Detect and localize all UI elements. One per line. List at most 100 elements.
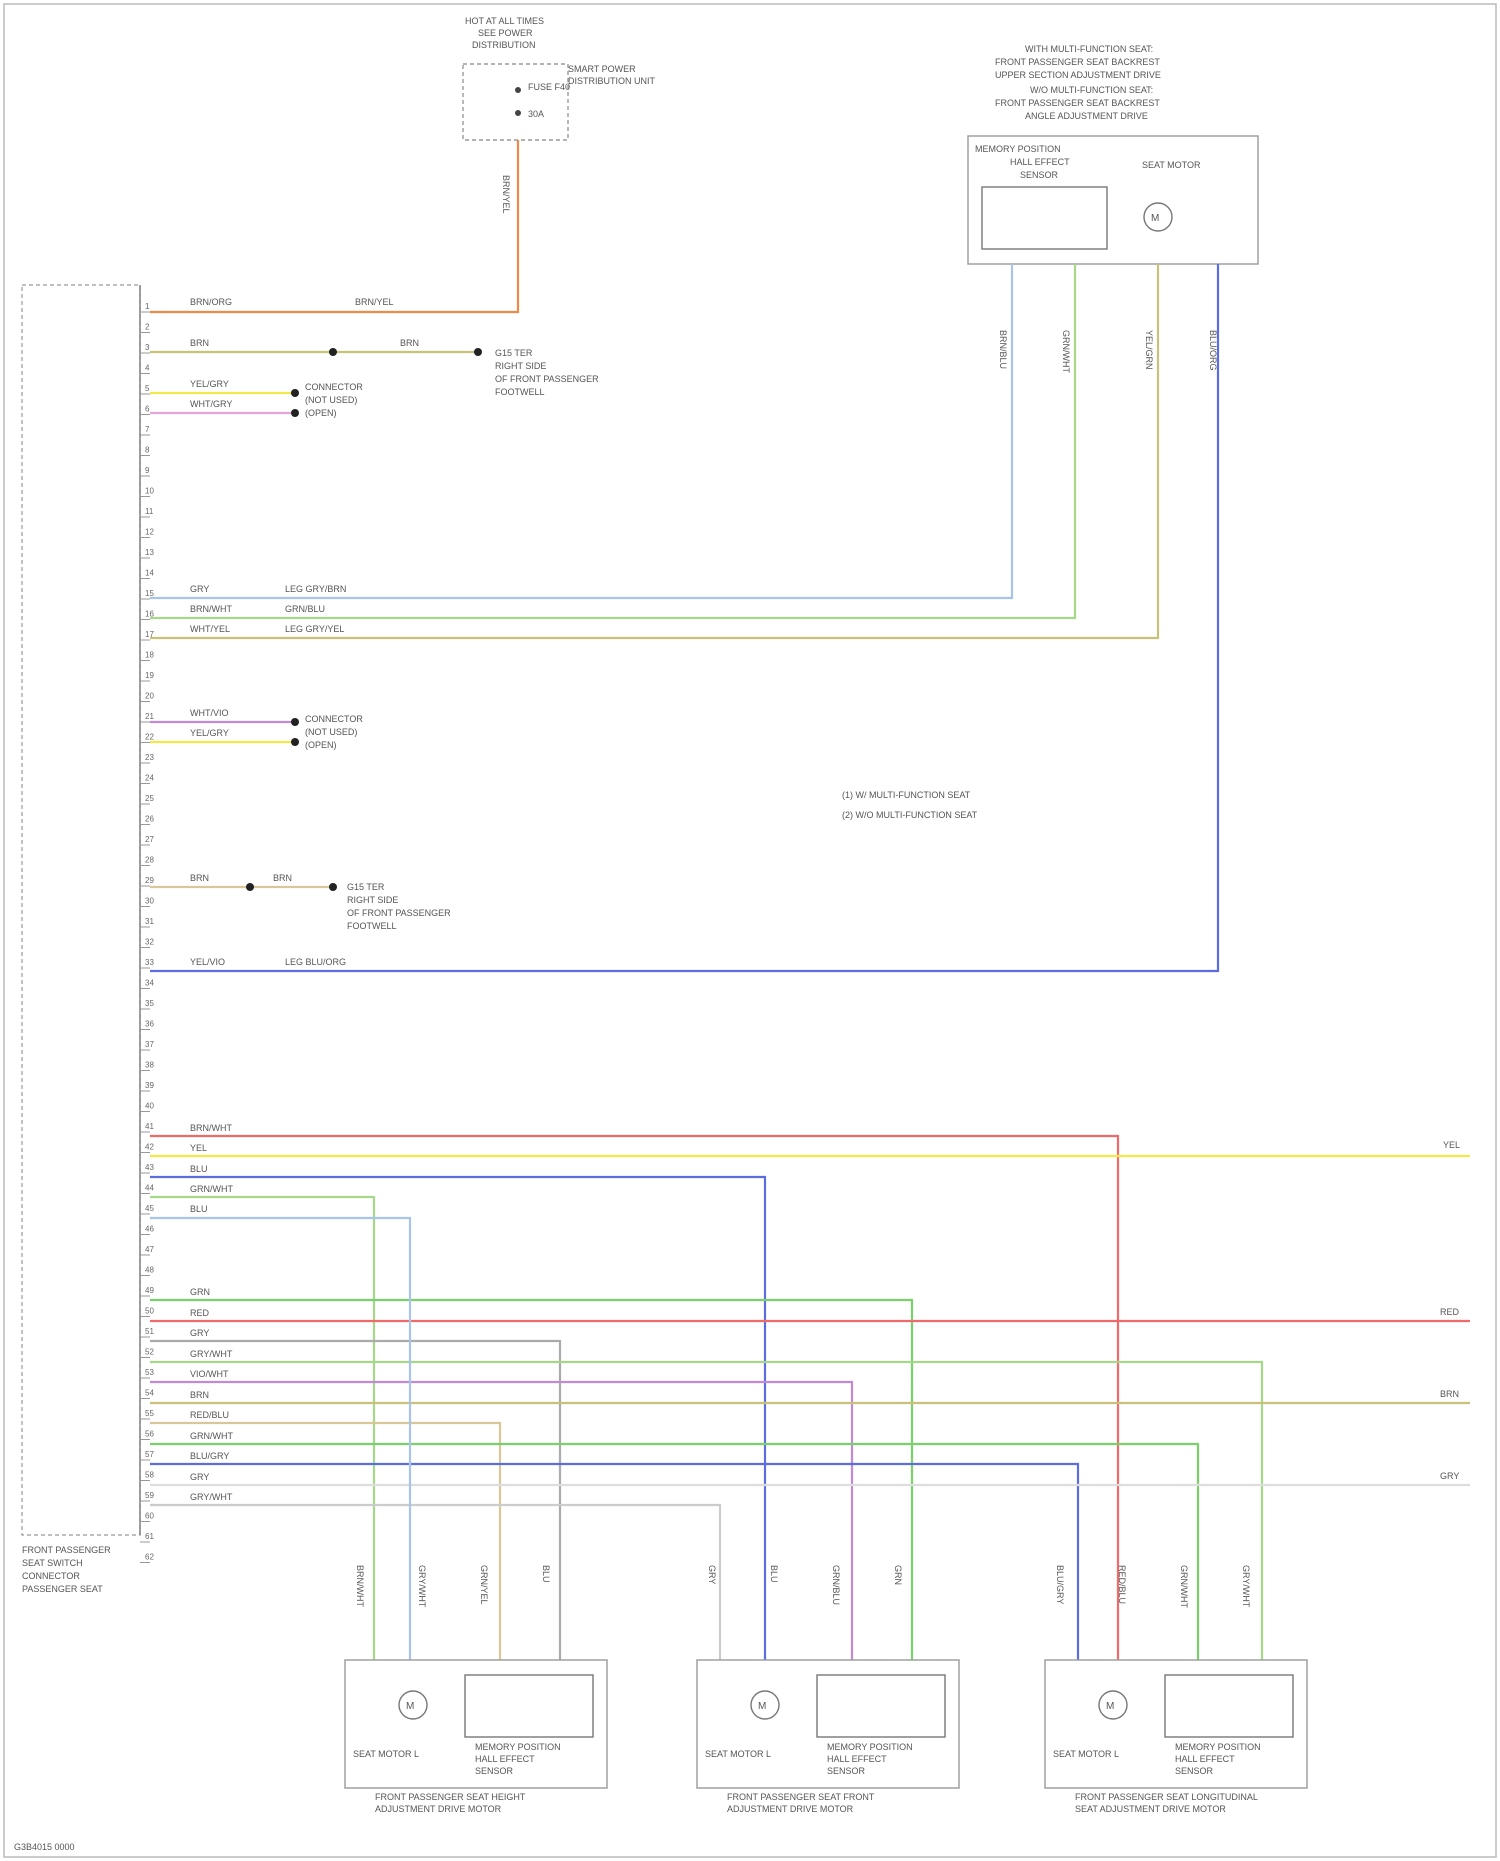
- pin-number: 42: [145, 1143, 154, 1152]
- conn1-1: CONNECTOR: [305, 382, 363, 392]
- top-motor-m: M: [1151, 213, 1159, 224]
- wire-bottom-bus: [150, 1362, 1262, 1660]
- bottom-sensor-box: [817, 1675, 945, 1737]
- pin-number: 38: [145, 1061, 154, 1070]
- wire-top-1: [150, 264, 1012, 598]
- module-label-4: PASSENGER SEAT: [22, 1584, 103, 1594]
- module-label-3: CONNECTOR: [22, 1571, 80, 1581]
- wire-label: WHT/YEL: [190, 624, 230, 634]
- wire-bottom-bus: [150, 1177, 765, 1660]
- pin-number: 37: [145, 1040, 154, 1049]
- wire-label: RED: [190, 1308, 210, 1318]
- wire-label: BRN: [190, 1390, 209, 1400]
- pin-number: 24: [145, 774, 154, 783]
- fuse-dot-2: [515, 110, 521, 116]
- pin-number: 7: [145, 425, 150, 434]
- top-header-1: WITH MULTI-FUNCTION SEAT:: [1025, 44, 1153, 54]
- pin-number: 39: [145, 1081, 154, 1090]
- pin-number: 51: [145, 1327, 154, 1336]
- wire-label: LEG BLU/ORG: [285, 957, 346, 967]
- module-label-1: FRONT PASSENGER: [22, 1545, 111, 1555]
- bottom-motor-label: SEAT MOTOR L: [1053, 1749, 1119, 1759]
- wire-label: BRN/YEL: [501, 175, 511, 214]
- wire-label: GRY/WHT: [190, 1492, 233, 1502]
- conn1-3: (OPEN): [305, 408, 337, 418]
- bottom-sensor-label: MEMORY POSITION: [475, 1742, 561, 1752]
- wire-label: BRN: [400, 338, 419, 348]
- bottom-sensor-label: HALL EFFECT: [475, 1754, 535, 1764]
- pin-number: 35: [145, 999, 154, 1008]
- pin-number: 31: [145, 917, 154, 926]
- pin-number: 34: [145, 979, 154, 988]
- pin-number: 13: [145, 548, 154, 557]
- bottom-wire-label: BLU: [541, 1565, 551, 1583]
- pin-number: 10: [145, 487, 154, 496]
- top-header-4: W/O MULTI-FUNCTION SEAT:: [1030, 85, 1153, 95]
- top-motor-assembly: WITH MULTI-FUNCTION SEAT: FRONT PASSENGE…: [968, 44, 1258, 264]
- wire-label: BRN/WHT: [190, 604, 232, 614]
- pin-number: 30: [145, 897, 154, 906]
- legend-2: (2) W/O MULTI-FUNCTION SEAT: [842, 810, 978, 820]
- pin-number: 18: [145, 651, 154, 660]
- ground1-1: G15 TER: [495, 348, 533, 358]
- ground2-1: G15 TER: [347, 882, 385, 892]
- pin-number: 1: [145, 302, 150, 311]
- fuse-header-2: SEE POWER: [478, 28, 533, 38]
- top-header-2: FRONT PASSENGER SEAT BACKREST: [995, 57, 1160, 67]
- pin-number: 53: [145, 1368, 154, 1377]
- bottom-unit-name: FRONT PASSENGER SEAT FRONT: [727, 1792, 875, 1802]
- pin-number: 52: [145, 1348, 154, 1357]
- pin-number: 62: [145, 1553, 154, 1562]
- wire-labels: BRN/ORGBRN/YELBRN/YELBRNBRNYEL/GRYWHT/GR…: [190, 175, 1218, 1502]
- fuse-block: HOT AT ALL TIMES SEE POWER DISTRIBUTION …: [463, 16, 656, 140]
- wire-bottom-bus: [150, 1136, 1118, 1660]
- pin-number: 12: [145, 528, 154, 537]
- bottom-sensor-label: HALL EFFECT: [1175, 1754, 1235, 1764]
- wire-label: YEL/GRY: [190, 728, 229, 738]
- pin-number: 6: [145, 405, 150, 414]
- bottom-sensor-box: [465, 1675, 593, 1737]
- pin-number: 32: [145, 938, 154, 947]
- ground-dot: [474, 348, 482, 356]
- bottom-motor-m: M: [758, 1701, 766, 1712]
- pin-number: 60: [145, 1512, 154, 1521]
- top-wire-label: BLU/ORG: [1208, 330, 1218, 371]
- bottom-unit-name: FRONT PASSENGER SEAT HEIGHT: [375, 1792, 526, 1802]
- pin-number: 49: [145, 1286, 154, 1295]
- bottom-wire-label: GRN/WHT: [1179, 1565, 1189, 1608]
- pin-number: 27: [145, 835, 154, 844]
- wire-label: BLU: [190, 1164, 208, 1174]
- bottom-wire-label: GRN/YEL: [479, 1565, 489, 1605]
- wire-label: BRN: [190, 338, 209, 348]
- wire-label: VIO/WHT: [190, 1369, 229, 1379]
- wire-label: LEG GRY/BRN: [285, 584, 346, 594]
- ground2-4: FOOTWELL: [347, 921, 397, 931]
- wire-label: BRN: [190, 873, 209, 883]
- top-wire-label: GRN/WHT: [1061, 330, 1071, 373]
- bottom-sensor-box: [1165, 1675, 1293, 1737]
- fuse-dot-1: [515, 87, 521, 93]
- pin-number: 3: [145, 343, 150, 352]
- bottom-unit-name: ADJUSTMENT DRIVE MOTOR: [375, 1804, 502, 1814]
- conn2-3: (OPEN): [305, 740, 337, 750]
- bottom-sensor-label: MEMORY POSITION: [827, 1742, 913, 1752]
- wire-label: RED/BLU: [190, 1410, 229, 1420]
- bottom-wire-label: GRY/WHT: [417, 1565, 427, 1608]
- bottom-motor-m: M: [406, 1701, 414, 1712]
- top-sensor-box: [982, 187, 1107, 249]
- fuse-box: [463, 64, 568, 140]
- wire-top-3: [150, 264, 1158, 638]
- wire-label: YEL/GRY: [190, 379, 229, 389]
- pin-number: 40: [145, 1102, 154, 1111]
- fuse-header-3: DISTRIBUTION: [472, 40, 536, 50]
- ground-dot: [329, 883, 337, 891]
- ground1-3: OF FRONT PASSENGER: [495, 374, 599, 384]
- wire-label: GRY/WHT: [190, 1349, 233, 1359]
- bottom-unit-name: ADJUSTMENT DRIVE MOTOR: [727, 1804, 854, 1814]
- module-label-2: SEAT SWITCH: [22, 1558, 83, 1568]
- fuse-desc-1: SMART POWER: [568, 64, 636, 74]
- wire-label: BLU/GRY: [190, 1451, 229, 1461]
- top-wire-label: BRN/BLU: [998, 330, 1008, 369]
- legend: (1) W/ MULTI-FUNCTION SEAT (2) W/O MULTI…: [842, 790, 978, 820]
